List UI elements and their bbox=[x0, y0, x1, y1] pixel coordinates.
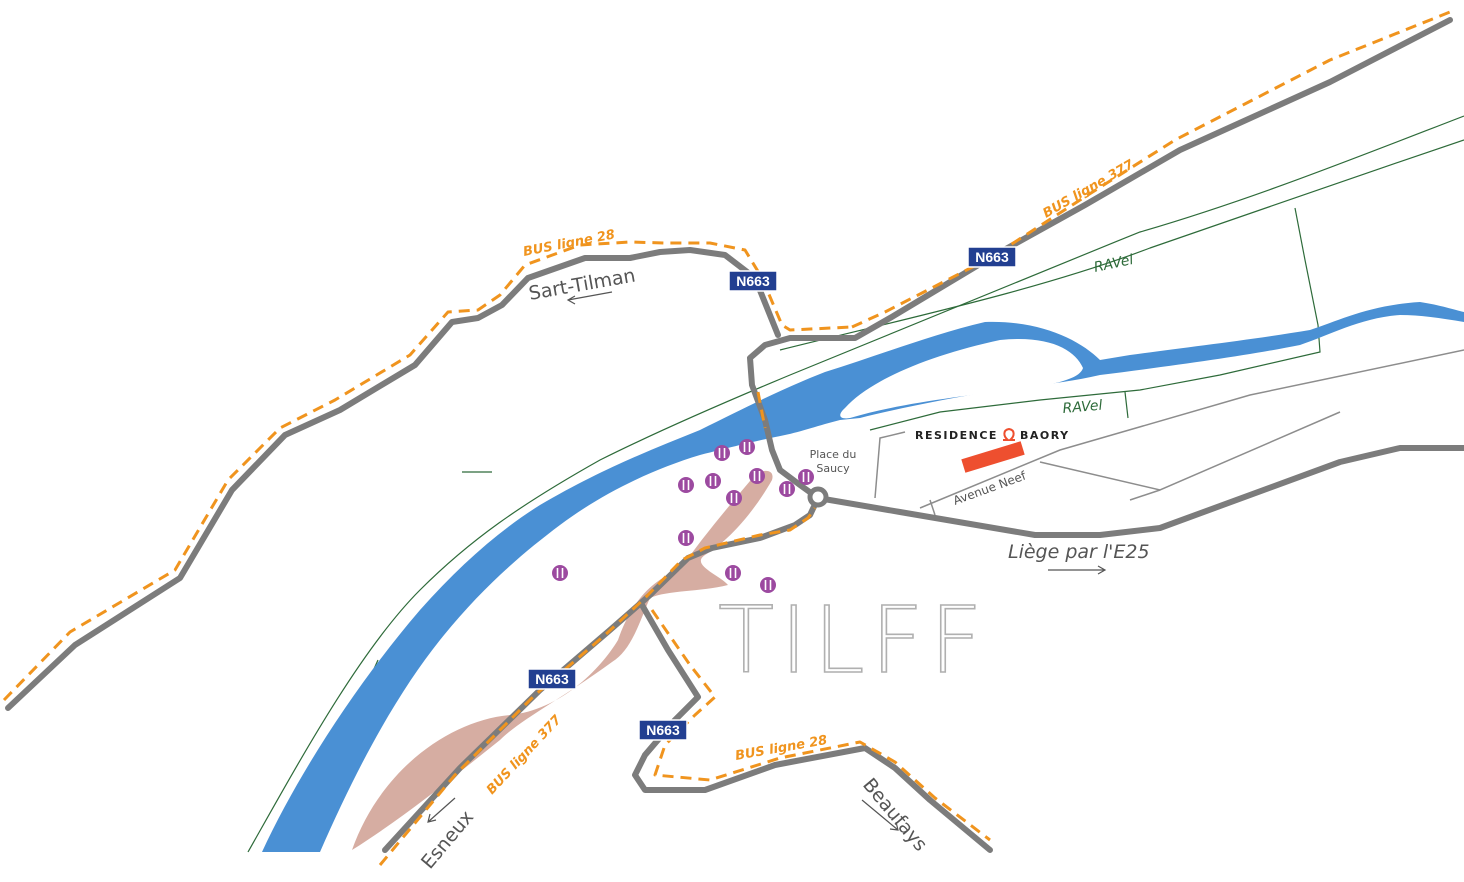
fork-knife-icon[interactable] bbox=[678, 477, 694, 493]
place-du-saucy-line1: Place du bbox=[810, 448, 857, 461]
svg-text:N663: N663 bbox=[535, 671, 569, 687]
svg-text:N663: N663 bbox=[736, 273, 770, 289]
place-du-saucy-line2: Saucy bbox=[816, 462, 850, 475]
minor-roads bbox=[874, 349, 1464, 516]
liege-label: Liège par l'E25 bbox=[1008, 541, 1150, 563]
sart-tilman-arrow bbox=[566, 291, 613, 305]
fork-knife-icon[interactable] bbox=[678, 530, 694, 546]
fork-knife-icon[interactable] bbox=[725, 565, 741, 581]
fork-knife-icon[interactable] bbox=[552, 565, 568, 581]
fork-knife-icon[interactable] bbox=[714, 445, 730, 461]
ravel-paths bbox=[247, 115, 1464, 853]
bus-lines bbox=[2, 10, 1451, 866]
road-liege bbox=[815, 445, 1464, 538]
road-shield-n663-3: N663 bbox=[527, 668, 577, 690]
omega-logo-icon bbox=[1003, 427, 1015, 441]
ravel-label-top: RAVel bbox=[1093, 252, 1135, 276]
meuse-river bbox=[262, 302, 1464, 852]
pedestrian-zone bbox=[352, 470, 773, 850]
esneux-arrow bbox=[427, 797, 456, 823]
residence-baory-marker[interactable] bbox=[961, 441, 1025, 473]
bus-line-377-north bbox=[851, 10, 1451, 329]
town-name: TILFF bbox=[718, 587, 988, 694]
bus-line-28-north bbox=[2, 240, 853, 702]
road-n663-north bbox=[747, 17, 1453, 501]
road-shield-n663-2: N663 bbox=[967, 246, 1017, 268]
avenue-neef-label: Avenue Neef bbox=[951, 468, 1028, 508]
road-beaufays bbox=[632, 602, 993, 853]
fork-knife-icon[interactable] bbox=[760, 577, 776, 593]
fork-knife-icon[interactable] bbox=[749, 468, 765, 484]
fork-knife-icon[interactable] bbox=[779, 481, 795, 497]
roundabout bbox=[807, 486, 829, 508]
residence-label-left: RESIDENCE bbox=[915, 429, 998, 442]
esneux-label: Esneux bbox=[417, 806, 478, 873]
residence-label-right: BAORY bbox=[1020, 429, 1070, 442]
restaurant-markers bbox=[552, 439, 814, 593]
fork-knife-icon[interactable] bbox=[739, 439, 755, 455]
bus-label-377-north: BUS ligne 377 bbox=[1041, 157, 1138, 222]
fork-knife-icon[interactable] bbox=[726, 490, 742, 506]
road-shield-n663-4: N663 bbox=[638, 719, 688, 741]
road-sart-tilman bbox=[5, 247, 781, 711]
liege-arrow bbox=[1048, 565, 1107, 575]
road-shield-n663-1: N663 bbox=[728, 270, 778, 292]
beaufays-arrow bbox=[861, 799, 899, 831]
svg-text:N663: N663 bbox=[975, 249, 1009, 265]
svg-text:N663: N663 bbox=[646, 722, 680, 738]
residence-label: RESIDENCE BAORY bbox=[915, 427, 1070, 442]
fork-knife-icon[interactable] bbox=[705, 473, 721, 489]
fork-knife-icon[interactable] bbox=[798, 469, 814, 485]
bus-line-377-south bbox=[378, 507, 817, 866]
ravel-label-bottom: RAVel bbox=[1062, 398, 1103, 417]
bus-line-link bbox=[756, 391, 767, 429]
bus-line-28-south bbox=[650, 609, 991, 842]
